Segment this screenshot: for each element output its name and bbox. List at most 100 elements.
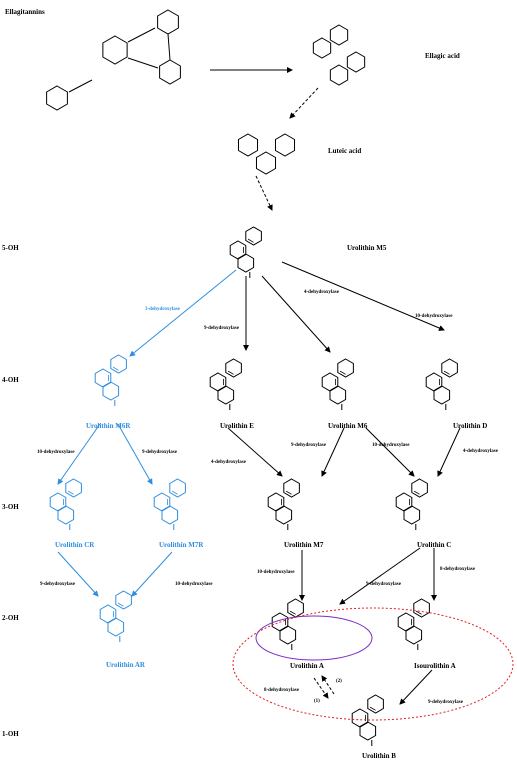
- lactone-ring: [403, 505, 421, 525]
- enzyme-label: 9-dehydroxylase: [428, 700, 463, 705]
- bond: [443, 370, 450, 375]
- label-urolithin-c: Urolithin C: [417, 541, 452, 549]
- ring-c: [110, 354, 127, 374]
- ring: [312, 37, 332, 59]
- arrow: [313, 677, 329, 699]
- arrow: [321, 675, 335, 695]
- structure-ellagic-acid: [312, 24, 366, 86]
- arrow: [321, 427, 345, 477]
- bond: [415, 610, 422, 615]
- level-4oh: 4-OH: [2, 376, 19, 384]
- bond: [127, 27, 156, 43]
- arrow: [399, 669, 433, 705]
- lactone-ring: [102, 381, 120, 401]
- arrow: [227, 427, 283, 477]
- structure-urolithin-d: [425, 358, 458, 410]
- ring-c: [283, 478, 300, 498]
- structure-urolithin-b: [351, 694, 384, 746]
- structure-urolithin-m7: [267, 478, 300, 530]
- label-ellagic-acid: Ellagic acid: [425, 52, 460, 60]
- level-2oh: 2-OH: [2, 614, 19, 622]
- bond: [112, 366, 119, 371]
- ring-c: [337, 358, 354, 378]
- ring-c: [413, 598, 430, 618]
- lactone-ring: [161, 505, 179, 525]
- highlight-ellipse-end-products: [232, 607, 514, 721]
- enzyme-label: 10-dehydroxylase: [175, 582, 213, 587]
- level-5oh: 5-OH: [2, 244, 19, 252]
- enzyme-label: 3-dehydroxylase: [145, 307, 180, 312]
- structure-luteic-acid: [237, 133, 296, 175]
- bond: [127, 57, 159, 69]
- structure-urolithin-ar: [99, 590, 132, 642]
- arrow: [255, 175, 273, 211]
- ring: [329, 64, 349, 86]
- bond: [68, 79, 93, 93]
- bond: [67, 490, 74, 495]
- bond: [117, 602, 124, 607]
- enzyme-label: 9-dehydroxylase: [40, 582, 75, 587]
- arrow: [117, 423, 153, 485]
- label-isourolithin-a: Isourolithin A: [414, 662, 456, 670]
- structure-urolithin-m6r: [94, 354, 127, 406]
- enzyme-label: 9-dehydroxylase: [142, 450, 177, 455]
- bond: [167, 33, 171, 61]
- bond: [339, 370, 346, 375]
- lactone-ring: [57, 505, 75, 525]
- enzyme-label: 10-dehydroxylase: [37, 450, 75, 455]
- lactone-ring: [217, 385, 235, 405]
- enzyme-label: 9-dehydroxylase: [291, 443, 326, 448]
- lactone-ring: [279, 625, 297, 645]
- structure-urolithin-m6: [321, 358, 354, 410]
- bond: [289, 610, 296, 615]
- label-urolithin-d: Urolithin D: [453, 422, 488, 430]
- enzyme-label: 9-dehydroxylase: [204, 326, 239, 331]
- lactone-ring: [329, 385, 347, 405]
- structure-urolithin-cr: [49, 478, 82, 530]
- lactone-ring: [359, 721, 377, 741]
- ring: [274, 133, 296, 157]
- bond: [285, 490, 292, 495]
- enzyme-label: 10-dehydroxylase: [372, 443, 410, 448]
- ring-c: [245, 226, 262, 246]
- label-urolithin-b: Urolithin B: [362, 752, 396, 760]
- structure-urolithin-m5: [229, 226, 262, 278]
- enzyme-label: 10-dehydroxylase: [257, 570, 295, 575]
- ring-c: [411, 478, 428, 498]
- enzyme-label: 4-dehydroxylase: [304, 290, 339, 295]
- ring: [46, 85, 68, 111]
- label-ellagitannins: Ellagitannins: [5, 8, 45, 16]
- enzyme-label: 4-dehydroxylase: [463, 449, 498, 454]
- arrow: [57, 551, 99, 597]
- bond: [171, 490, 178, 495]
- structure-ellagitannins: [46, 9, 181, 111]
- ring: [329, 24, 349, 46]
- enzyme-label: 8-dehydroxylase: [264, 688, 299, 693]
- lactone-ring: [237, 253, 255, 273]
- step-marker-2: (2): [336, 679, 342, 684]
- bond: [413, 490, 420, 495]
- label-urolithin-m6r: Urolithin M6R: [86, 422, 131, 430]
- structure-urolithin-a: [271, 598, 304, 650]
- step-marker-1: (1): [314, 699, 320, 704]
- label-urolithin-ar: Urolithin AR: [106, 661, 145, 669]
- ring: [255, 151, 277, 175]
- arrow: [289, 87, 319, 119]
- label-luteic-acid: Luteic acid: [328, 147, 362, 155]
- arrow: [131, 551, 173, 597]
- highlight-ellipse-urolithin-a: [255, 615, 373, 661]
- ring-c: [225, 358, 242, 378]
- lactone-ring: [405, 625, 423, 645]
- label-urolithin-cr: Urolithin CR: [55, 541, 95, 549]
- label-urolithin-e: Urolithin E: [220, 422, 254, 430]
- label-urolithin-m6: Urolithin M6: [328, 422, 368, 430]
- lactone-ring: [433, 385, 451, 405]
- lactone-ring: [107, 617, 125, 637]
- level-3oh: 3-OH: [2, 503, 19, 511]
- ring: [159, 59, 181, 85]
- ring-c: [441, 358, 458, 378]
- arrow: [129, 269, 237, 357]
- arrow: [437, 427, 461, 477]
- label-urolithin-a: Urolithin A: [290, 662, 324, 670]
- ring-c: [65, 478, 82, 498]
